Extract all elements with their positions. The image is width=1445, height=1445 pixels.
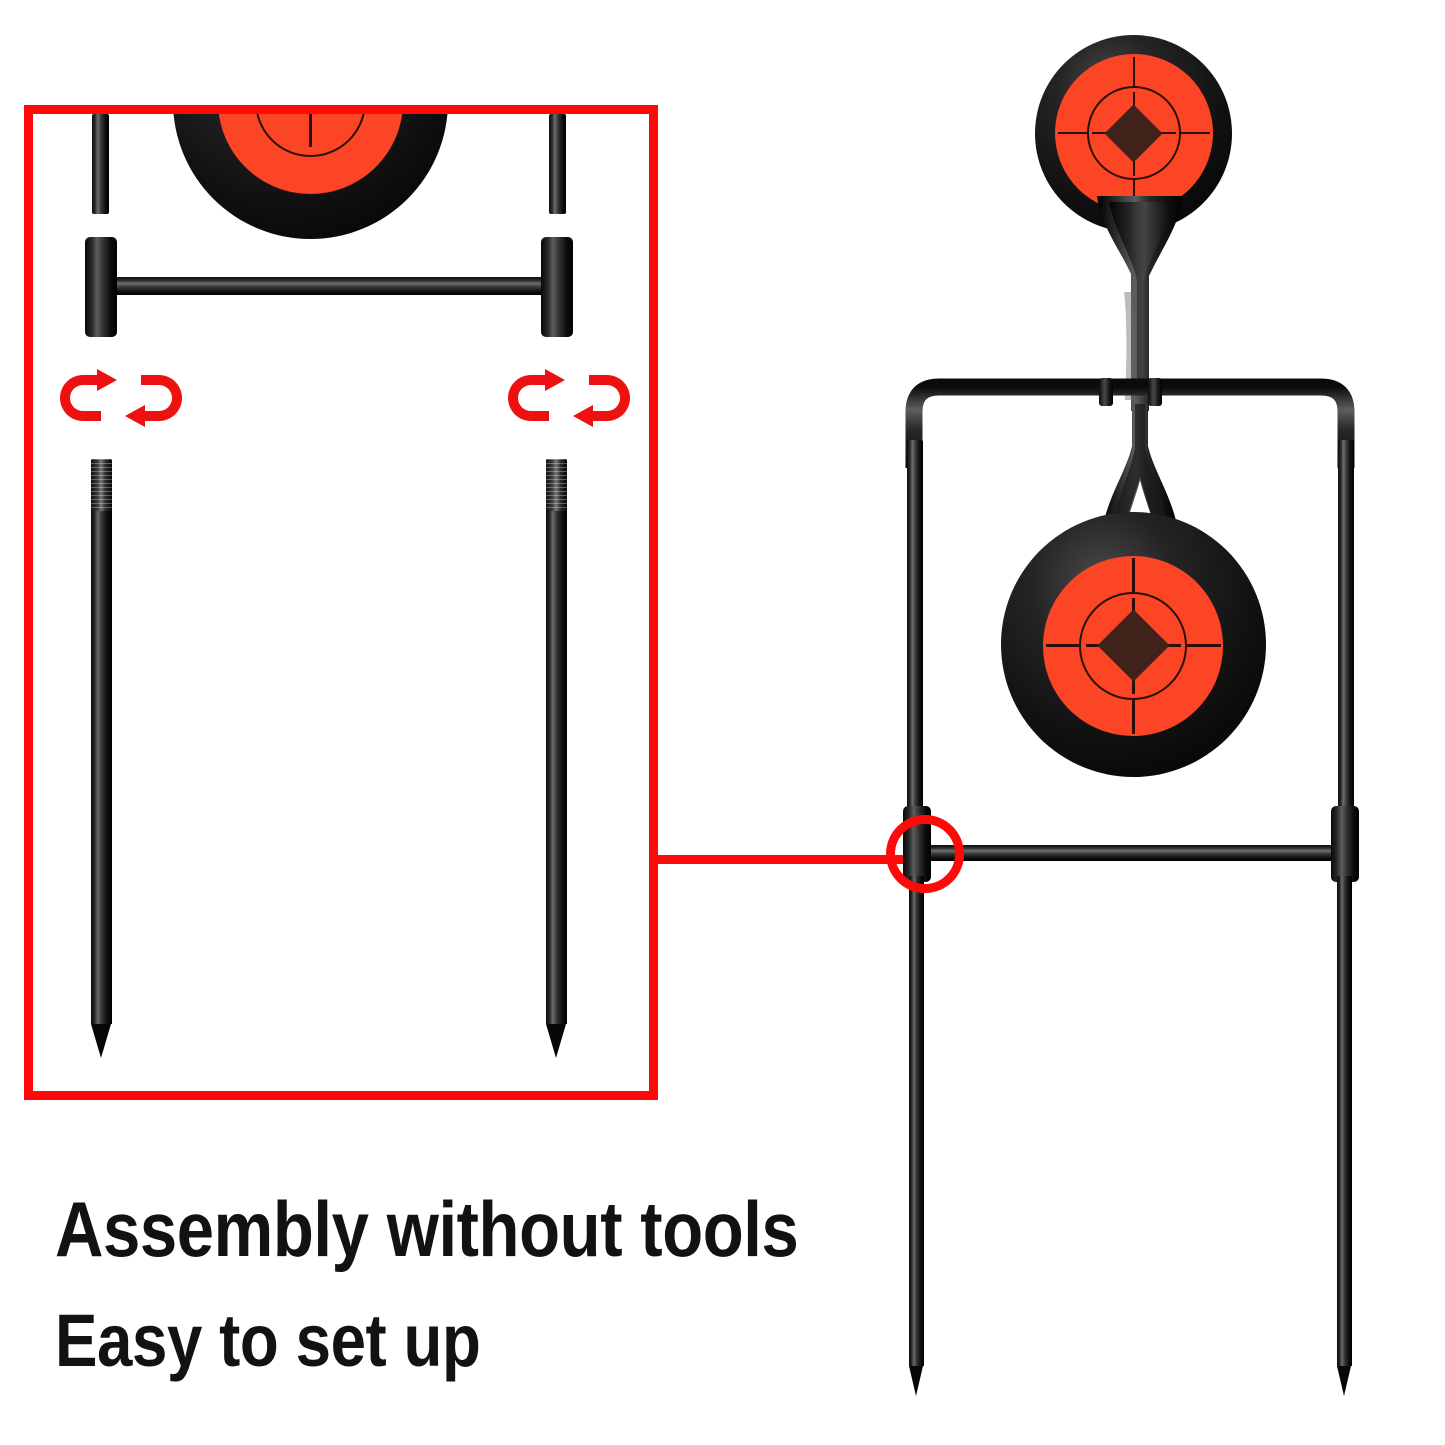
spinner-stop-left <box>1099 378 1113 406</box>
loose-ground-stake-right <box>546 459 567 1059</box>
inset-t-socket-left <box>85 237 117 337</box>
lower-target-disc <box>1001 512 1266 777</box>
inset-partial-target <box>173 114 448 239</box>
headline-line-1: Assembly without tools <box>55 1185 799 1273</box>
upper-crosshair-left <box>1058 132 1088 134</box>
lower-tick-right <box>1163 644 1181 647</box>
callout-highlight-circle <box>886 815 964 893</box>
upper-tick-left <box>1092 132 1108 134</box>
headline-line-2: Easy to set up <box>55 1299 481 1382</box>
frame-base-crossbar <box>918 845 1338 861</box>
lower-crosshair-top <box>1132 558 1135 592</box>
t-connector-socket-right <box>1331 806 1359 882</box>
upper-crosshair-top <box>1132 57 1135 87</box>
stake-thread-right <box>546 459 567 511</box>
upper-tick-top <box>1132 92 1135 108</box>
upper-tick-bottom <box>1132 160 1135 176</box>
lower-tick-bottom <box>1132 676 1135 694</box>
lower-tick-left <box>1086 644 1104 647</box>
spinner-stop-right <box>1148 378 1162 406</box>
spinner-shaft-upper <box>1097 196 1183 411</box>
lower-crosshair-left <box>1046 644 1080 647</box>
lower-tick-top <box>1132 598 1135 616</box>
rotate-to-install-icon-right <box>508 369 630 427</box>
assembly-detail-inset <box>24 105 658 1100</box>
loose-ground-stake-left <box>91 459 112 1059</box>
upper-target-disc <box>1035 35 1232 232</box>
upper-crosshair-right <box>1180 132 1210 134</box>
frame-right-leg <box>1338 440 1354 830</box>
inset-t-socket-right <box>541 237 573 337</box>
lower-target-inner-ring <box>1079 592 1187 700</box>
installed-ground-stake-left <box>909 876 924 1396</box>
frame-left-leg <box>907 440 923 830</box>
stake-thread-left <box>91 459 112 511</box>
installed-ground-stake-right <box>1337 876 1352 1396</box>
upper-tick-right <box>1160 132 1176 134</box>
upper-crosshair-bottom <box>1132 180 1135 210</box>
rotate-to-install-icon-left <box>60 369 182 427</box>
frame-top-bar <box>905 378 1355 468</box>
inset-frame-right-leg <box>549 114 566 214</box>
inset-frame-left-leg <box>92 114 109 214</box>
headline-block: Assembly without tools Easy to set up <box>55 1185 895 1383</box>
inset-base-crossbar <box>105 277 555 295</box>
lower-crosshair-bottom <box>1132 700 1135 734</box>
callout-leader-line <box>655 855 903 864</box>
lower-crosshair-right <box>1187 644 1221 647</box>
